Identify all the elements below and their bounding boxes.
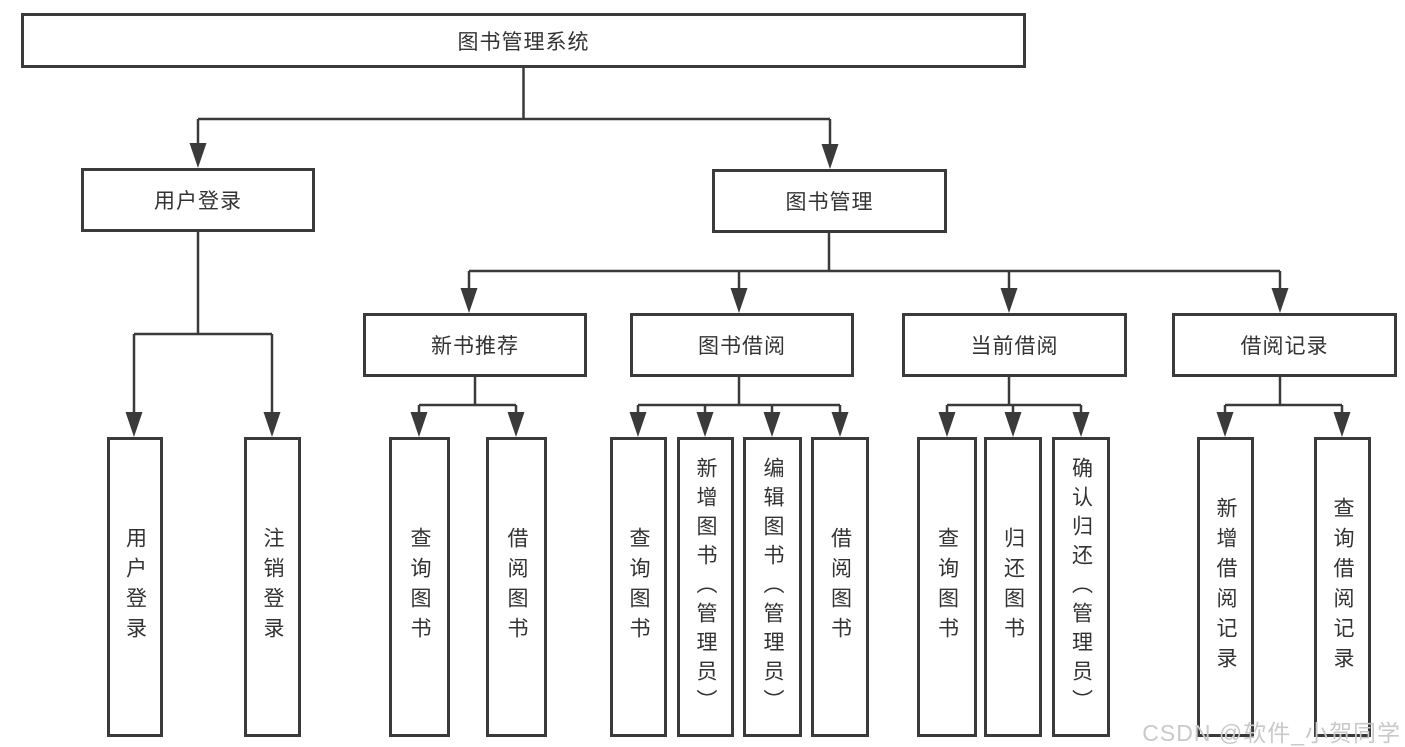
node-book-borrow: 图书借阅 [630,313,854,377]
leaf-label: 新增图书（管理员） [694,456,717,718]
node-label: 图书管理系统 [457,30,590,54]
node-borrow-records: 借阅记录 [1172,313,1397,377]
leaf-logout: 注销登录 [244,437,301,737]
leaf-add-borrow-record: 新增借阅记录 [1197,437,1254,737]
connector-arrowheads [125,143,1351,437]
leaf-label: 新增借阅记录 [1214,497,1237,677]
leaf-return-book: 归还图书 [984,437,1042,737]
leaf-label: 借阅图书 [828,527,852,647]
leaf-recommend-borrow-book: 借阅图书 [486,437,547,737]
leaf-label: 借阅图书 [505,527,528,647]
node-root-library-system: 图书管理系统 [21,13,1026,68]
leaf-label: 编辑图书（管理员） [761,456,784,718]
leaf-label: 注销登录 [261,527,284,647]
node-label: 图书管理 [785,191,874,214]
node-label: 图书借阅 [698,335,786,358]
connector-lines [132,68,1344,413]
leaf-label: 查询借阅记录 [1331,497,1354,677]
leaf-query-borrow-record: 查询借阅记录 [1314,437,1371,737]
leaf-edit-book-admin: 编辑图书（管理员） [743,437,802,737]
leaf-recommend-query-book: 查询图书 [389,437,450,737]
node-book-management: 图书管理 [712,169,947,233]
leaf-borrow-book: 借阅图书 [811,437,869,737]
node-label: 当前借阅 [970,335,1059,358]
leaf-label: 查询图书 [408,527,431,647]
leaf-label: 查询图书 [935,527,959,647]
node-user-login: 用户登录 [81,168,315,232]
leaf-add-book-admin: 新增图书（管理员） [677,437,734,737]
leaf-label: 归还图书 [1001,527,1025,647]
leaf-label: 用户登录 [123,527,147,647]
csdn-watermark: CSDN @软件_小贺同学 [1142,720,1401,746]
node-label: 借阅记录 [1240,335,1329,358]
node-label: 新书推荐 [431,335,519,358]
leaf-label: 查询图书 [627,527,650,647]
leaf-current-query-book: 查询图书 [917,437,977,737]
node-new-book-recommend: 新书推荐 [363,313,587,377]
leaf-borrow-query-book: 查询图书 [610,437,667,737]
leaf-confirm-return-admin: 确认归还（管理员） [1052,437,1110,737]
node-label: 用户登录 [154,190,242,213]
leaf-label: 确认归还（管理员） [1069,456,1093,718]
node-current-borrow: 当前借阅 [902,313,1127,377]
leaf-user-login: 用户登录 [107,437,163,737]
